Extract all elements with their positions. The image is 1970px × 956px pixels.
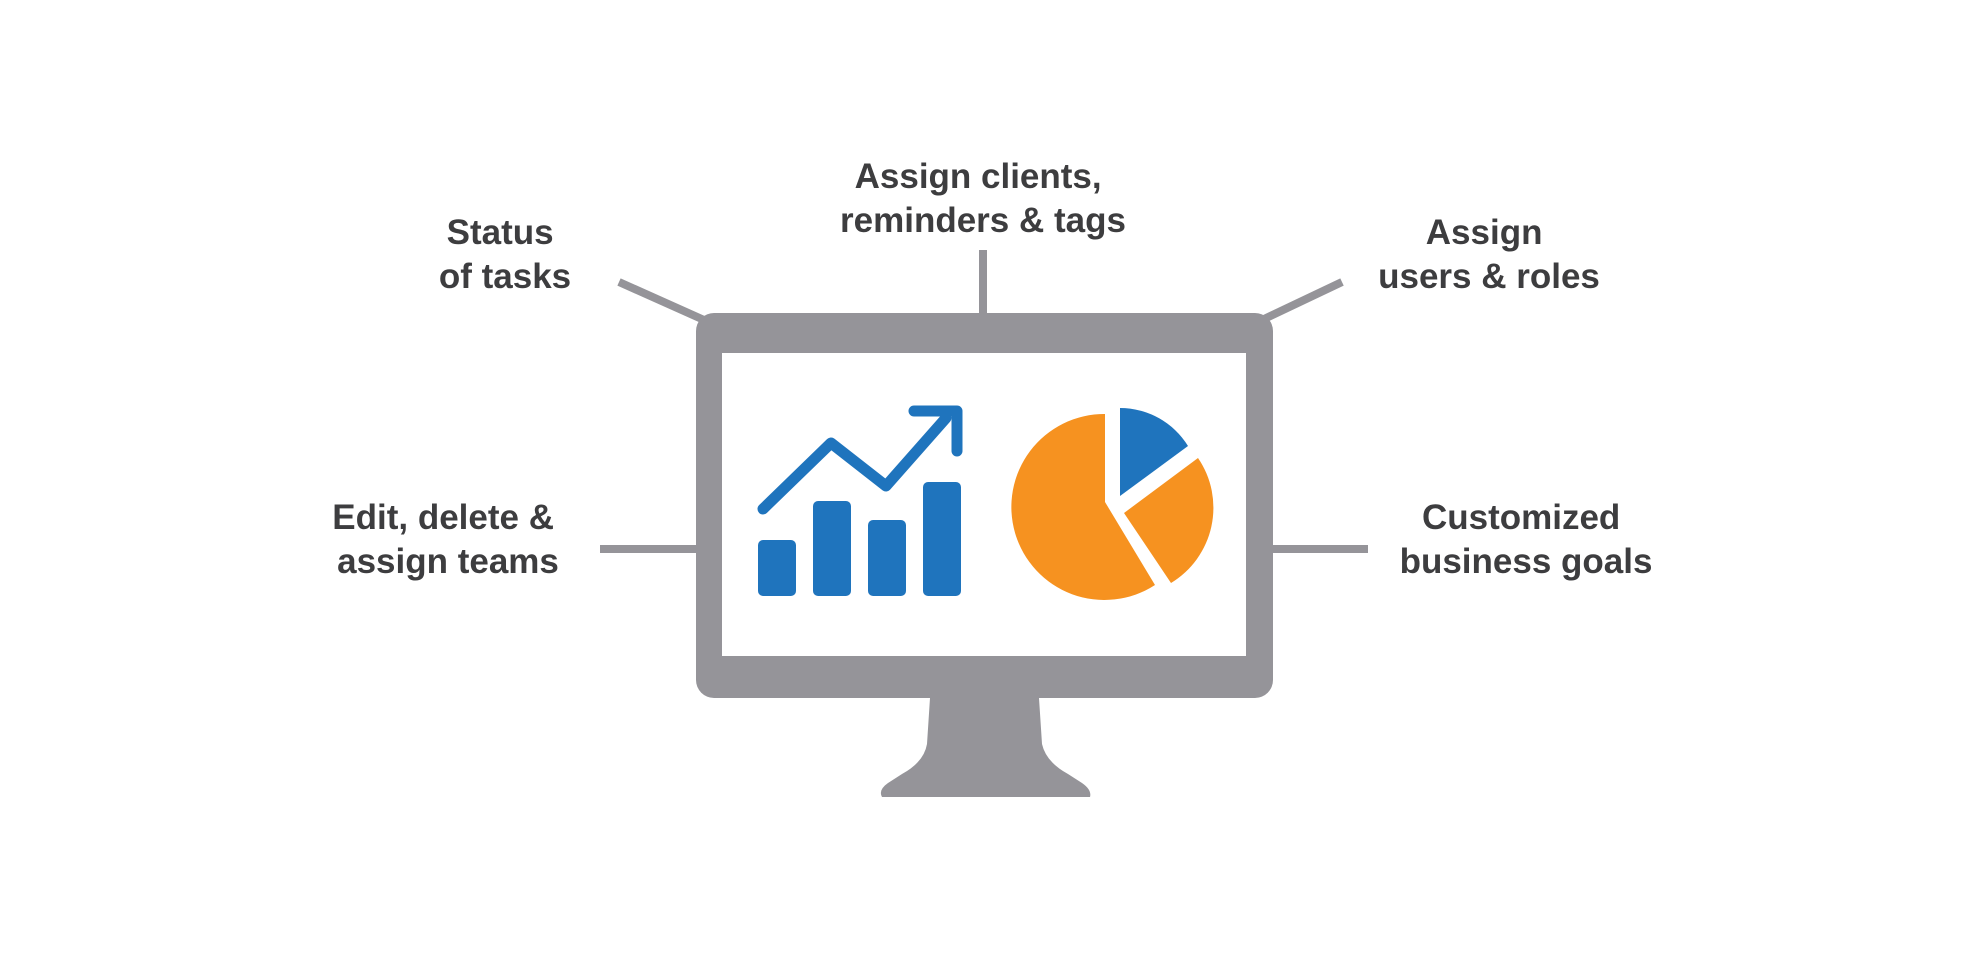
- label-mid-left-line2: assign teams: [337, 542, 559, 581]
- pie-slice-medium: [1124, 458, 1214, 583]
- label-mid-left: Edit, delete & assign teams: [332, 498, 563, 581]
- label-top-right: Assign users & roles: [1378, 213, 1600, 296]
- trend-line: [757, 412, 952, 515]
- bar-3: [868, 520, 906, 596]
- bar-2: [813, 501, 851, 596]
- connector-top-left: [617, 278, 706, 324]
- label-top-left-line1: Status: [447, 213, 554, 252]
- bar-4: [923, 482, 961, 596]
- label-top-center-line1: Assign clients,: [855, 157, 1102, 196]
- bar-chart-trend-icon: [757, 405, 963, 596]
- connector-lines: [600, 250, 1368, 553]
- label-top-right-line2: users & roles: [1378, 257, 1600, 296]
- pie-slice-large: [1011, 413, 1155, 600]
- label-top-center: Assign clients, reminders & tags: [840, 157, 1126, 240]
- pie-slice-small: [1120, 408, 1188, 496]
- label-top-center-line2: reminders & tags: [840, 201, 1126, 240]
- label-mid-right-line2: business goals: [1400, 542, 1653, 581]
- pie-chart-icon: [1011, 408, 1214, 600]
- label-top-right-line1: Assign: [1426, 213, 1543, 252]
- label-top-left-line2: of tasks: [439, 257, 571, 296]
- monitor-stand: [880, 698, 1091, 797]
- connector-top-right: [1260, 278, 1344, 324]
- label-top-left: Status of tasks: [439, 213, 571, 296]
- trend-arrowhead: [908, 405, 963, 457]
- label-mid-right-line1: Customized: [1422, 498, 1620, 537]
- label-mid-right: Customized business goals: [1400, 498, 1653, 581]
- bar-1: [758, 540, 796, 596]
- feature-labels: Assign clients, reminders & tags Status …: [332, 157, 1652, 581]
- label-mid-left-line1: Edit, delete &: [332, 498, 554, 537]
